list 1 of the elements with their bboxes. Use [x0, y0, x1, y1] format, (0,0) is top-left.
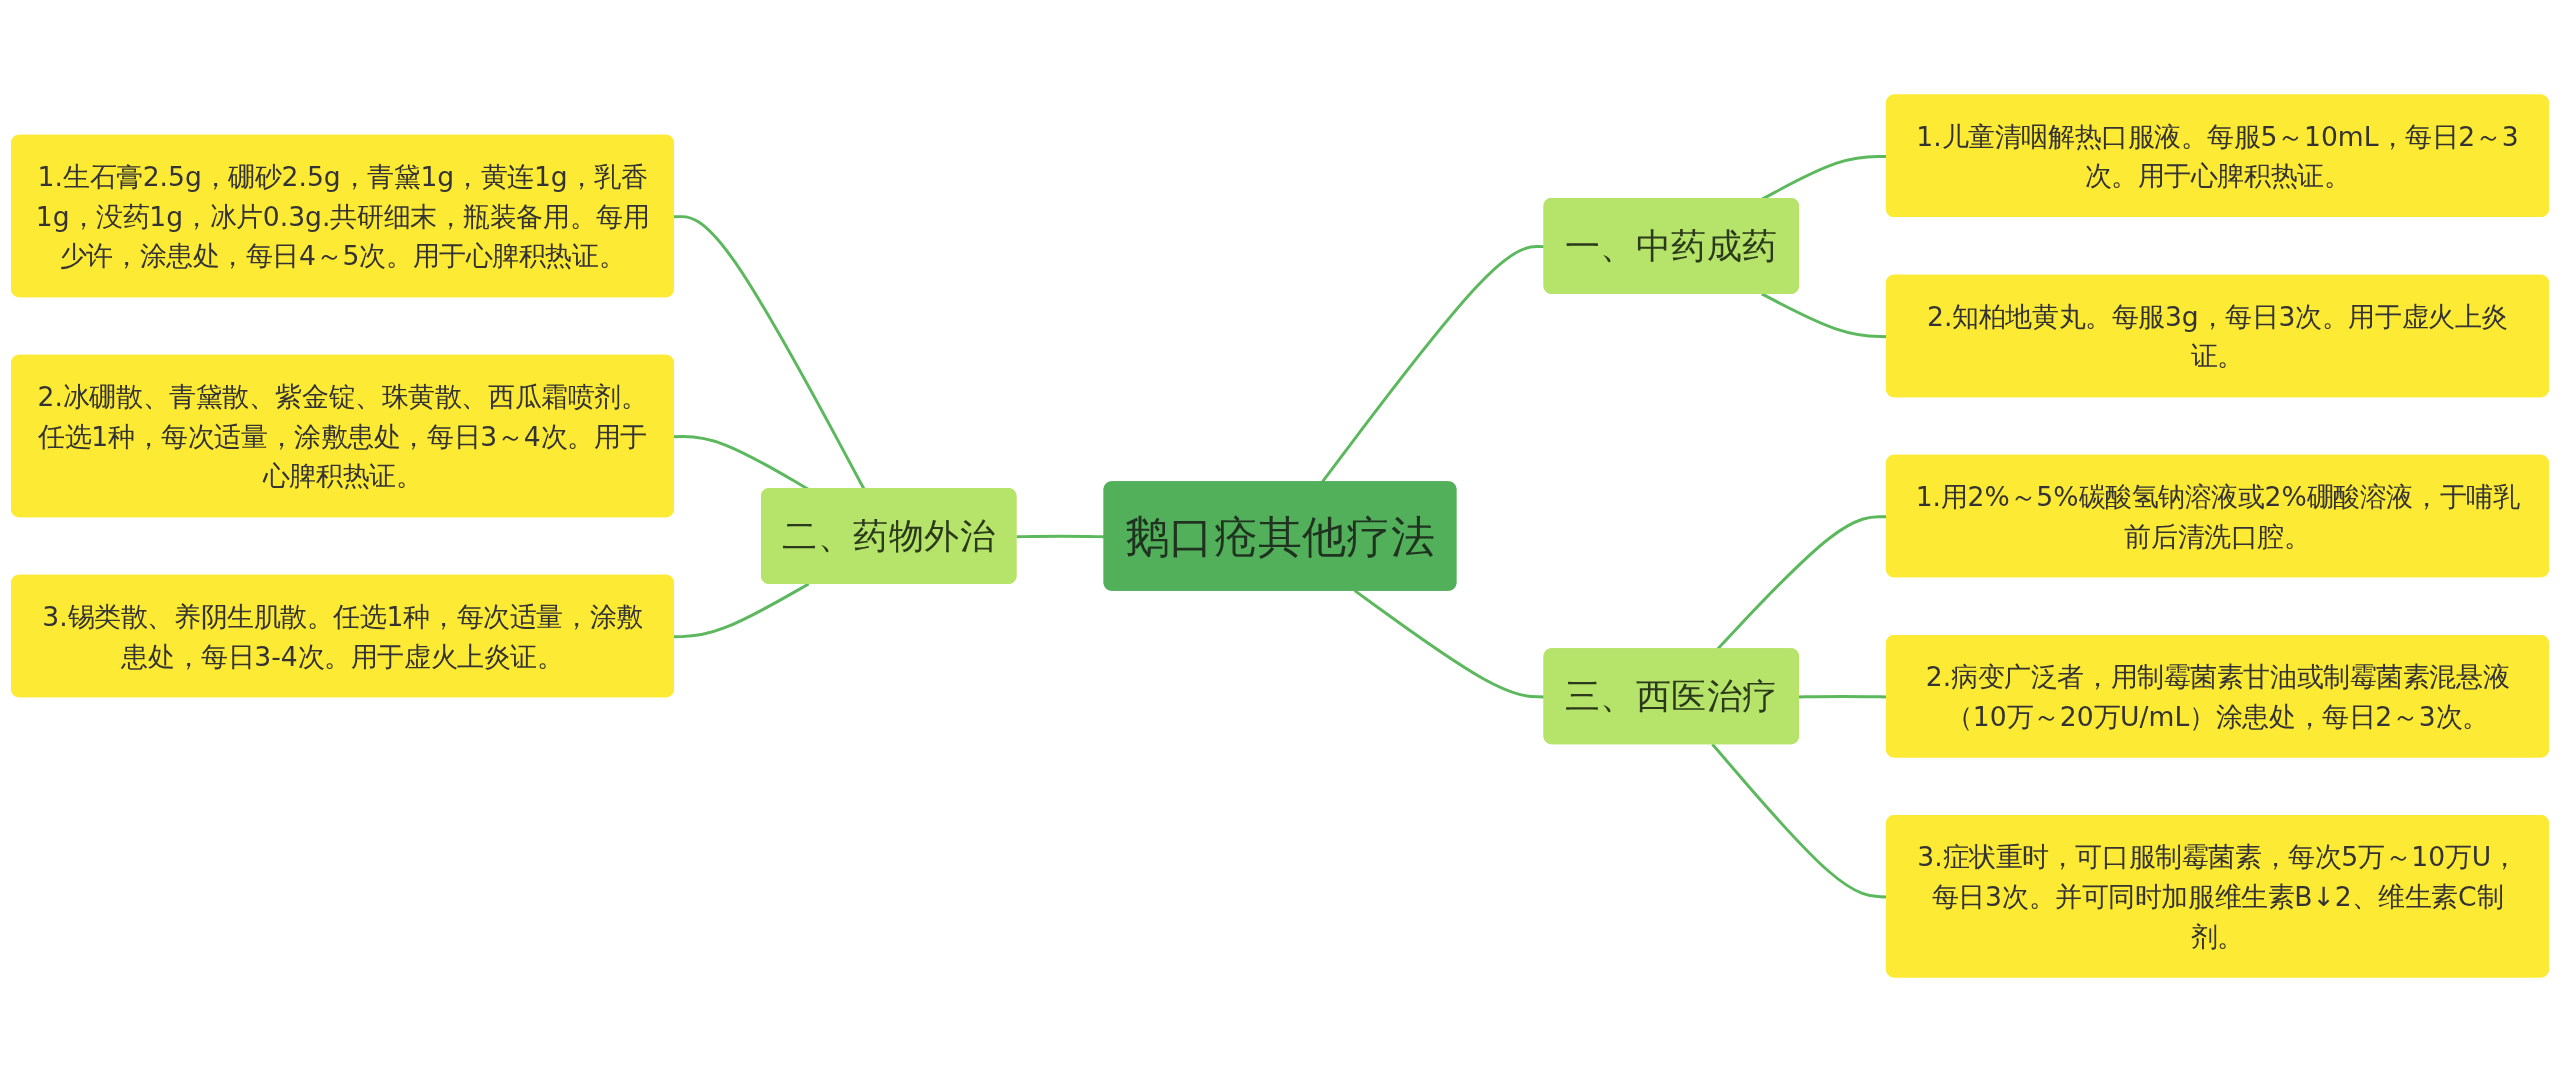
connector — [673, 582, 810, 639]
